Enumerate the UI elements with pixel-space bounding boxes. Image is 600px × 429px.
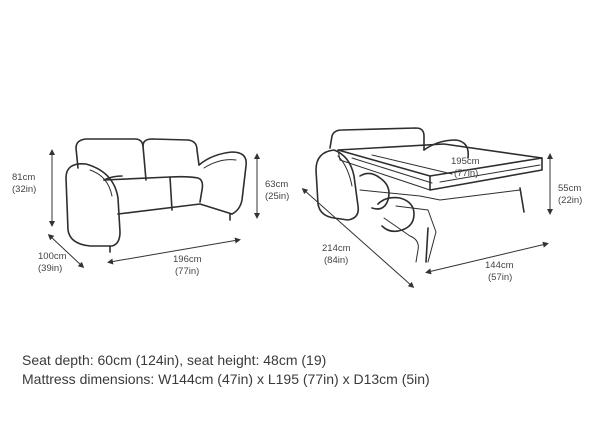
sofa-height-cm: 81cm: [12, 172, 35, 183]
bed-width-in: (57in): [488, 272, 512, 283]
arm-height-in: (25in): [265, 191, 289, 202]
sofa-width-cm: 196cm: [173, 254, 202, 265]
mattress-dimensions-text: Mattress dimensions: W144cm (47in) x L19…: [22, 371, 430, 387]
sofa-depth-in: (39in): [38, 263, 62, 274]
arm-height-cm: 63cm: [265, 179, 288, 190]
bed-length-cm: 195cm: [451, 156, 480, 167]
bed-width-cm: 144cm: [485, 260, 514, 271]
bed-length-in: (77in): [454, 168, 478, 179]
sofa-illustration: [65, 138, 248, 253]
bed-height-cm: 55cm: [558, 183, 581, 194]
sofa-width-line: [107, 237, 241, 265]
sofa-height-in: (32in): [12, 184, 36, 195]
bed-height-in: (22in): [558, 195, 582, 206]
bed-depth-cm: 214cm: [322, 243, 351, 254]
seat-dimensions-text: Seat depth: 60cm (124in), seat height: 4…: [22, 352, 327, 368]
sofa-depth-cm: 100cm: [38, 251, 67, 262]
sofa-depth-line: [47, 233, 85, 269]
bed-width-line: [425, 241, 549, 275]
bed-depth-in: (84in): [324, 255, 348, 266]
sofa-bed-illustration: [315, 127, 543, 263]
bed-depth-line: [301, 188, 415, 288]
sofa-width-in: (77in): [175, 266, 199, 277]
